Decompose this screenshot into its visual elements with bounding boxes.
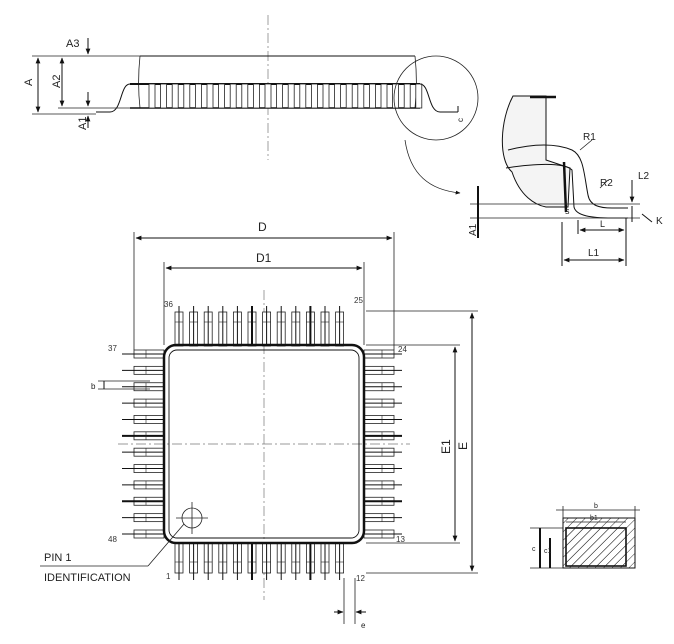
side-lead-stub [310,83,318,109]
label-a3: A3 [66,38,79,50]
side-lead-stub [415,83,423,109]
label-b: b [91,382,96,391]
label-c: c [456,118,465,122]
lead-section-view: b b1 c c1 [530,503,640,569]
side-lead-stub [345,83,353,109]
detail-view: R1 R2 L2 A1 s L K L1 [468,95,663,266]
side-lead-stub [229,83,237,109]
top-view: D D1 PIN 1 IDENTIFICATION 1 12 13 24 25 … [40,220,478,630]
side-lead-stub [322,83,330,109]
label-section-b: b [594,503,598,510]
pin-number-12: 12 [356,574,365,583]
label-d: D [258,220,267,234]
side-lead-stub [218,83,226,109]
side-lead-right [419,83,458,113]
label-r1: R1 [583,132,596,143]
pins-top [174,306,345,347]
label-k: K [656,216,663,227]
side-lead-stub [392,83,400,109]
label-l1: L1 [588,248,600,259]
dim-k [641,213,653,223]
pin-number-24: 24 [398,345,407,354]
label-section-c1: c1 [544,548,552,555]
pin1-leader [147,523,185,567]
pin-number-48: 48 [108,535,117,544]
side-view: A3 A A2 A1 c [23,15,479,195]
label-a2: A2 [51,75,63,88]
label-s: s [565,206,570,216]
lead-section-inner [565,527,627,567]
side-lead-stub [334,83,342,109]
pin1-label-line1: PIN 1 [44,552,72,564]
label-a1: A1 [77,117,89,130]
detail-arrow [404,139,461,195]
side-lead-stub [160,83,168,109]
pin-number-36: 36 [164,300,173,309]
package-body [162,343,366,545]
pins-left [122,349,165,539]
side-lead-stub [241,83,249,109]
label-section-c: c [532,546,536,553]
side-leads [148,83,423,109]
side-lead-stub [403,83,411,109]
label-r2: R2 [600,178,613,189]
label-e-pitch: e [361,621,366,630]
label-section-b1: b1 [590,515,598,522]
pin-number-37: 37 [108,344,117,353]
side-lead-stub [368,83,376,109]
label-e: E [456,442,470,450]
pins-bottom [174,542,345,580]
detail-lead-top [507,144,628,209]
side-lead-stub [194,83,202,109]
side-lead-stub [148,83,156,109]
side-lead-left [96,83,131,113]
side-lead-stub [206,83,214,109]
label-l: L [600,219,605,229]
side-lead-stub [183,83,191,109]
pin-number-13: 13 [396,535,405,544]
side-lead-stub [287,83,295,109]
pin-number-1: 1 [166,572,171,581]
pin-number-25: 25 [354,296,363,305]
detail-body [501,95,571,208]
detail-circle [393,55,479,141]
r2-leader [599,179,609,189]
label-a: A [23,78,35,86]
side-lead-stub [264,83,272,109]
r1-leader [579,139,593,151]
side-lead-stub [299,83,307,109]
side-lead-stub [276,83,284,109]
label-l2: L2 [638,171,650,182]
label-a1-detail: A1 [468,223,479,236]
side-lead-stub [380,83,388,109]
side-lead-stub [357,83,365,109]
side-lead-stub [252,83,260,109]
pins-right [363,349,402,539]
package-body-inner [168,349,360,539]
pin1-label-line2: IDENTIFICATION [44,572,131,584]
label-d1: D1 [256,251,272,265]
side-lead-stub [171,83,179,109]
label-e1: E1 [439,439,453,454]
